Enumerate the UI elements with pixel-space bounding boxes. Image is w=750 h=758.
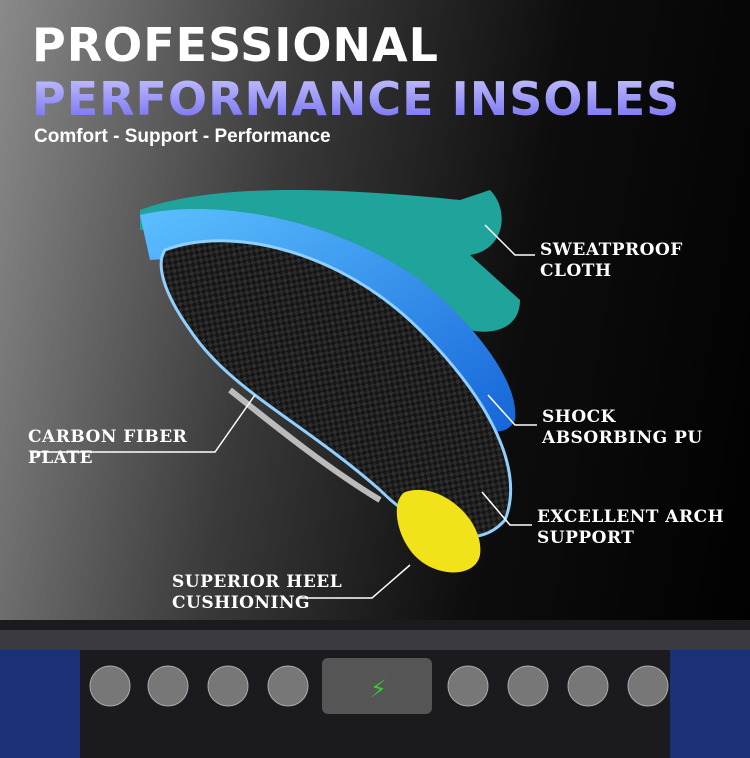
carbon-fiber-plate	[159, 239, 513, 539]
label-line: SUPERIOR HEEL	[172, 572, 343, 592]
svg-text:⚡: ⚡	[370, 675, 387, 703]
label-line: CUSHIONING	[172, 593, 311, 613]
label-line: CLOTH	[540, 261, 612, 281]
label-line: ABSORBING PU	[542, 428, 703, 448]
label-line: SUPPORT	[537, 528, 635, 548]
subtitle: Comfort - Support - Performance	[34, 126, 331, 147]
heel-cushion	[396, 489, 481, 573]
label-line: SHOCK	[542, 407, 616, 427]
label-line: CARBON FIBER	[28, 427, 188, 447]
label-line: PLATE	[28, 448, 94, 468]
machine-panel	[322, 658, 432, 714]
title-line-2: PERFORMANCE INSOLES	[32, 72, 681, 126]
label-line: SWEATPROOF	[540, 240, 683, 260]
title-line-1: PROFESSIONAL	[32, 18, 439, 72]
label-line: EXCELLENT ARCH	[537, 507, 725, 527]
